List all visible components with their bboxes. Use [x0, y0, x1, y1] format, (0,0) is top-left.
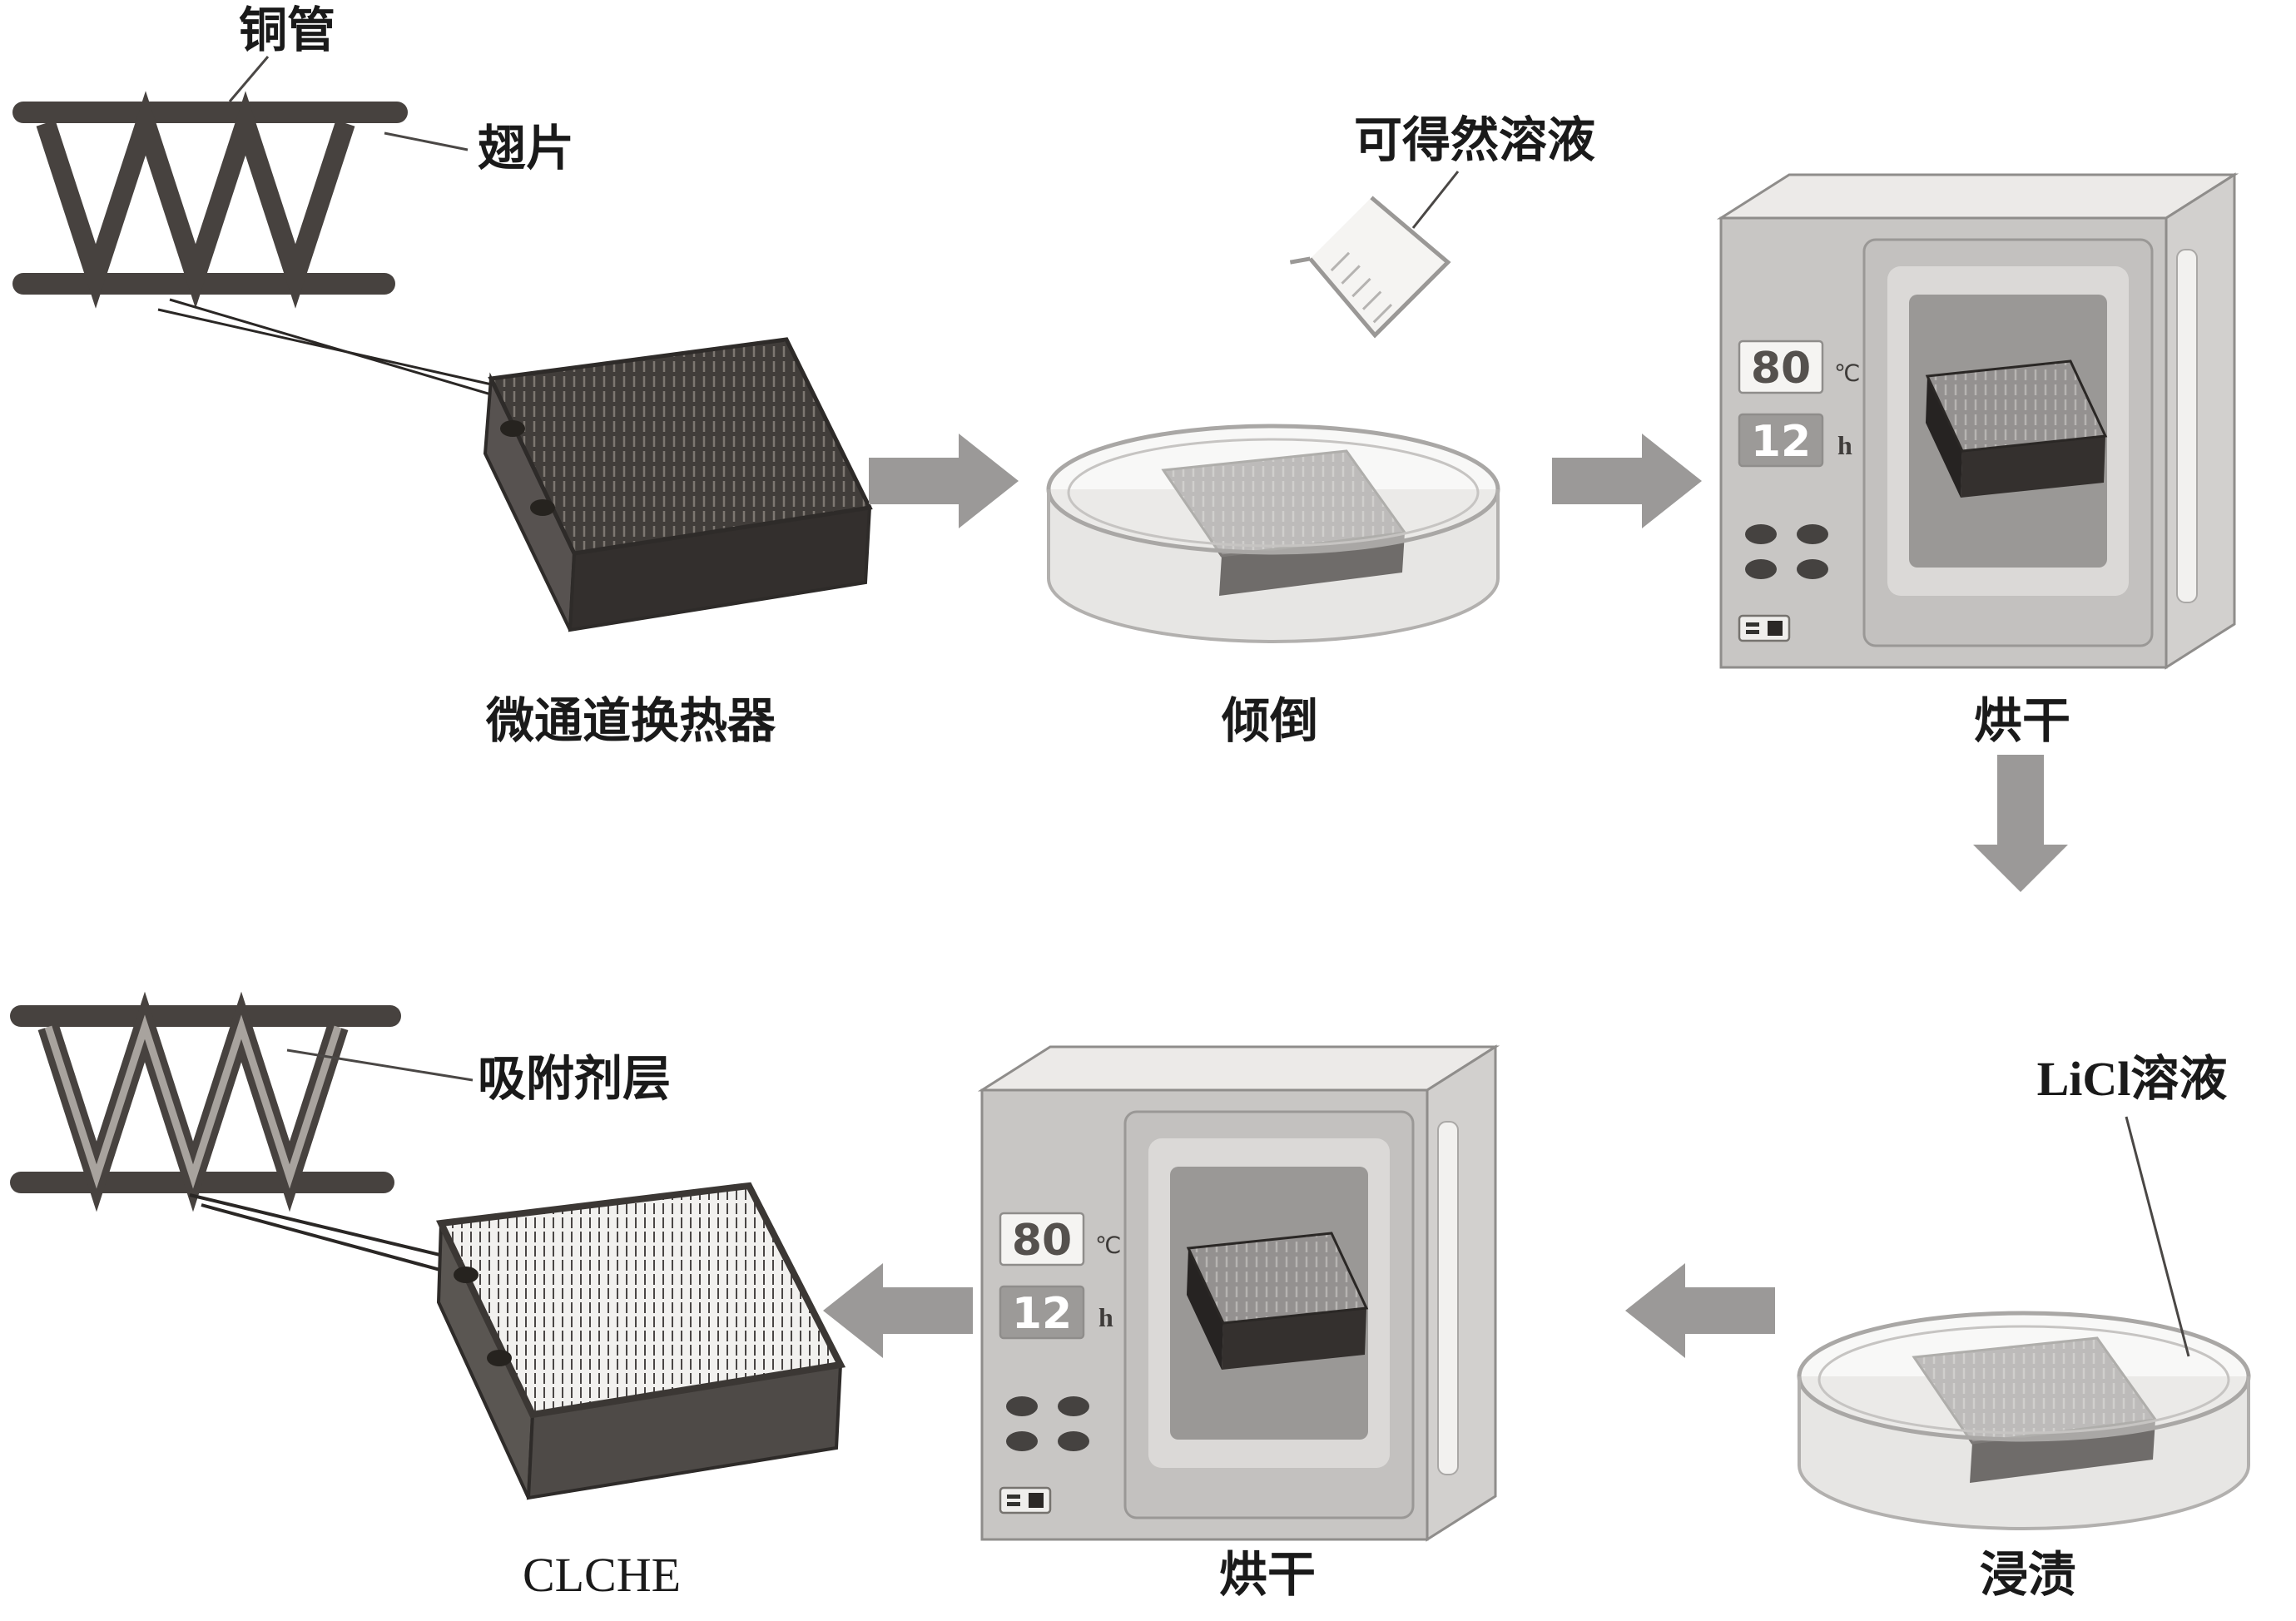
- arrow-right-1: [869, 434, 1019, 528]
- copper-tube-label: 铜管: [238, 3, 336, 57]
- beaker-icon: [1289, 196, 1451, 339]
- arrow-left-2: [823, 1263, 973, 1358]
- petri-dish-pouring: [1049, 426, 1498, 642]
- pouring-label: 倾倒: [1221, 694, 1319, 748]
- manifold-hole: [500, 420, 525, 437]
- arrow-right-2: [1552, 434, 1702, 528]
- immersion-label: 浸渍: [1979, 1548, 2077, 1602]
- fin-label: 翅片: [477, 121, 575, 176]
- exchanger-top-face: [488, 337, 873, 556]
- licl-pointer-line: [2125, 1116, 2190, 1357]
- arrow-left-1: [1625, 1263, 1775, 1358]
- licl-solution-label: LiCl溶液: [2036, 1052, 2228, 1106]
- adsorbent-pointer-line: [286, 1048, 474, 1082]
- drying-oven-bottom: [980, 1045, 1497, 1541]
- copper-tube-pointer-line: [228, 56, 270, 102]
- copper-tube-top: [12, 102, 408, 123]
- clche-label: CLCHE: [522, 1548, 682, 1602]
- adsorbent-layer-label: 吸附剂层: [477, 1052, 672, 1106]
- drying-bottom-label: 烘干: [1218, 1548, 1317, 1602]
- clche-exchanger: [435, 1182, 846, 1500]
- drying-top-label: 烘干: [1973, 694, 2071, 748]
- manifold-hole: [530, 499, 555, 516]
- curdlan-pointer-line: [1411, 171, 1460, 229]
- coated-fin-zigzag-core: [44, 1014, 342, 1189]
- fin-tube-schematic: [12, 56, 469, 309]
- coated-fin-schematic: [10, 991, 474, 1212]
- microchannel-heat-exchanger: [483, 337, 873, 632]
- fin-zigzag: [36, 91, 355, 309]
- microchannel-heat-exchanger-label: 微通道换热器: [485, 694, 776, 748]
- manifold-hole: [454, 1267, 479, 1283]
- manifold-hole: [487, 1350, 512, 1366]
- petri-dish-immersion: [1799, 1313, 2249, 1529]
- curdlan-solution-label: 可得然溶液: [1353, 113, 1596, 167]
- arrow-down: [1973, 755, 2068, 892]
- drying-oven-top: [1719, 173, 2236, 669]
- fin-pointer-line: [384, 131, 469, 151]
